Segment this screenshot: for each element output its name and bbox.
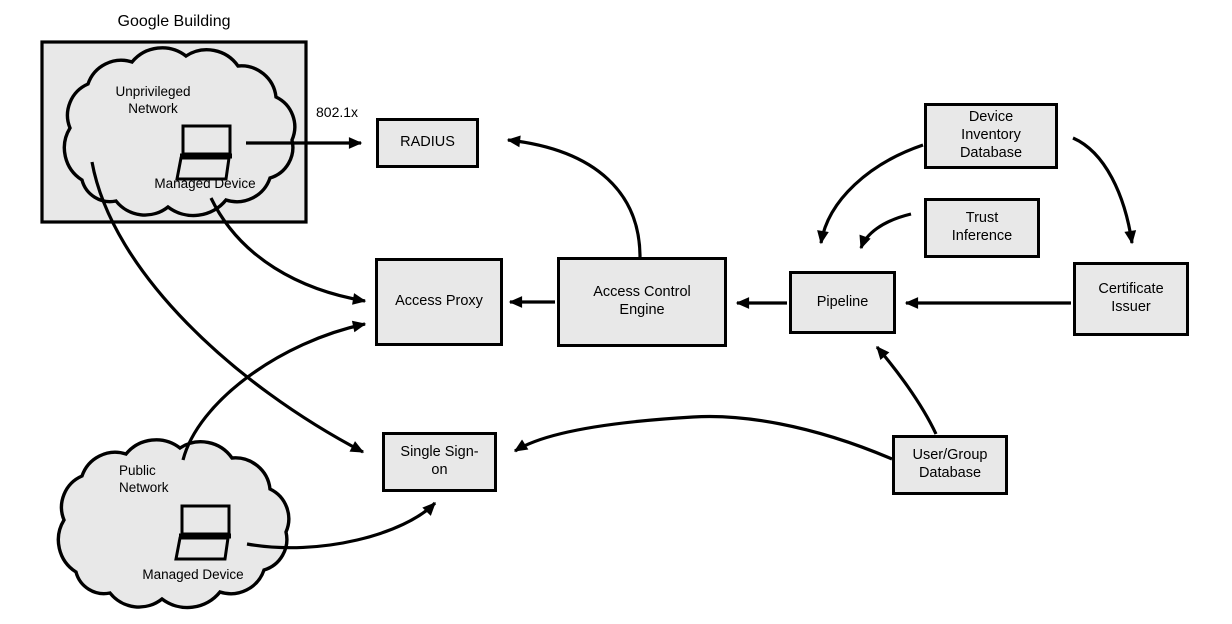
edge-did-pipeline xyxy=(817,143,924,245)
edge-ace-radius xyxy=(506,135,642,258)
node-access-proxy-label: Access Proxy xyxy=(395,293,483,310)
node-access-proxy: Access Proxy xyxy=(375,258,503,346)
node-trust-inference: Trust Inference xyxy=(924,198,1040,258)
node-certificate-issuer: Certificate Issuer xyxy=(1073,262,1189,336)
edge-managed-device1-access-proxy xyxy=(209,197,367,305)
node-user-group-database: User/Group Database xyxy=(892,435,1008,495)
edge-trust-inference-pipeline xyxy=(859,212,912,250)
node-access-control-engine: Access Control Engine xyxy=(557,257,727,347)
node-user-group-database-label: User/Group Database xyxy=(912,447,988,481)
edge-ugdb-sso xyxy=(513,414,893,461)
edge-ugdb-pipeline xyxy=(875,345,938,435)
edge-managed-device1-sso xyxy=(90,161,365,454)
node-certificate-issuer-label: Certificate Issuer xyxy=(1098,281,1164,315)
building-title: Google Building xyxy=(117,13,231,30)
public-cloud-title: Public Network xyxy=(119,463,169,495)
node-pipeline-label: Pipeline xyxy=(816,293,869,310)
node-radius: RADIUS xyxy=(376,118,479,168)
edge-did-cert-issuer xyxy=(1072,136,1137,245)
node-device-inventory-database: Device Inventory Database xyxy=(924,103,1058,169)
node-trust-inference-label: Trust Inference xyxy=(951,210,1013,244)
node-device-inventory-database-label: Device Inventory Database xyxy=(959,109,1023,161)
edge-managed-device2-sso xyxy=(246,501,437,550)
node-radius-label: RADIUS xyxy=(400,134,455,151)
managed-device-label-unprivileged: Managed Device xyxy=(154,176,256,191)
node-single-sign-on: Single Sign-on xyxy=(382,432,497,492)
edge-label-8021x: 802.1x xyxy=(316,104,359,120)
node-access-control-engine-label: Access Control Engine xyxy=(593,284,691,318)
managed-device-label-public: Managed Device xyxy=(142,567,244,582)
node-single-sign-on-label: Single Sign-on xyxy=(400,444,479,478)
edge-public-network-access-proxy xyxy=(181,320,367,461)
unprivileged-cloud-title: Unprivileged Network xyxy=(115,84,191,116)
node-pipeline: Pipeline xyxy=(789,271,896,334)
